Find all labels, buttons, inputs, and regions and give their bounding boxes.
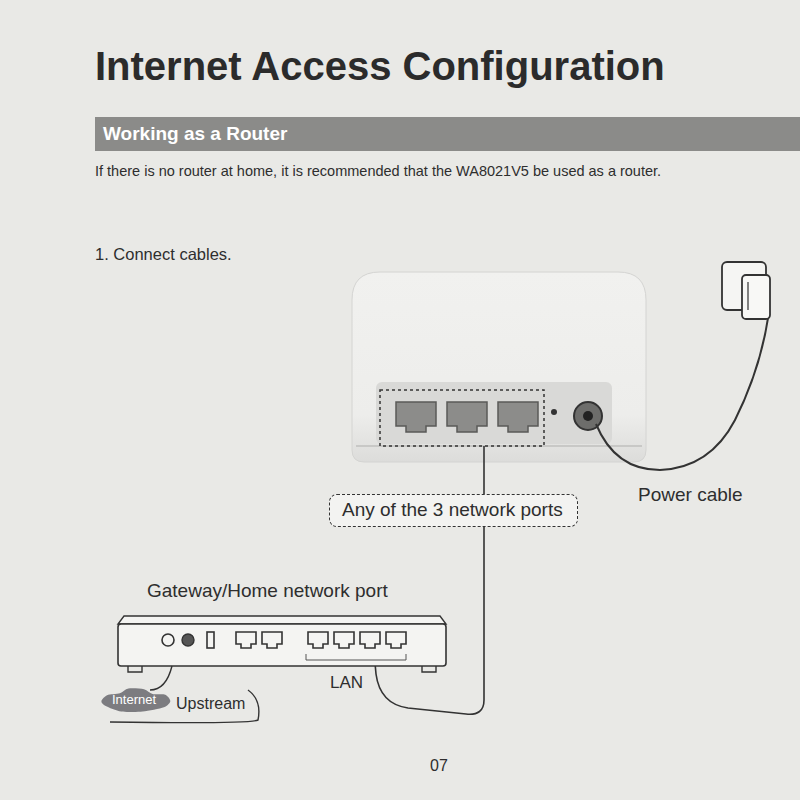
lan-label: LAN bbox=[330, 673, 363, 693]
ethernet-ports bbox=[396, 402, 538, 432]
gateway-port bbox=[334, 632, 354, 648]
router-body bbox=[352, 272, 646, 462]
port-panel bbox=[376, 382, 612, 444]
cloud-outline bbox=[101, 688, 170, 712]
intro-text: If there is no router at home, it is rec… bbox=[95, 162, 790, 182]
gateway-usb bbox=[207, 632, 214, 648]
callout-box: Any of the 3 network ports bbox=[329, 494, 578, 527]
ethernet-port bbox=[498, 402, 538, 432]
node-text: Working as a Router bbox=[103, 123, 287, 146]
gateway-dc-jack bbox=[182, 634, 194, 646]
reset-hole bbox=[551, 409, 557, 415]
page-title: Internet Access Configuration bbox=[95, 42, 665, 90]
gateway-port bbox=[236, 632, 256, 648]
lan-bracket bbox=[306, 654, 406, 660]
ethernet-port bbox=[396, 402, 436, 432]
network-wire bbox=[374, 446, 484, 714]
cable-label: Power cable bbox=[638, 484, 743, 507]
port-label: Gateway/Home network port bbox=[147, 580, 388, 603]
gateway-port bbox=[360, 632, 380, 648]
power-cable bbox=[596, 318, 768, 470]
gateway-top bbox=[118, 616, 446, 624]
gateway-feet bbox=[128, 666, 436, 672]
gateway-ports bbox=[236, 632, 406, 648]
gateway-body bbox=[118, 624, 446, 666]
adapter-detail bbox=[747, 282, 748, 310]
upstream-bracket bbox=[110, 666, 259, 723]
gateway-port bbox=[262, 632, 282, 648]
node-text: Internet bbox=[112, 692, 159, 708]
page-number: 07 bbox=[430, 756, 448, 775]
section-band: Working as a Router bbox=[95, 117, 800, 151]
node-text: Any of the 3 network ports bbox=[342, 499, 565, 522]
ethernet-port bbox=[447, 402, 487, 432]
ports-dashed-frame bbox=[380, 390, 544, 446]
power-adapter bbox=[742, 275, 770, 319]
gateway-port bbox=[308, 632, 328, 648]
gateway-port bbox=[386, 632, 406, 648]
gateway-button bbox=[162, 634, 174, 646]
internet-cloud: Internet bbox=[100, 688, 171, 712]
step-text: 1. Connect cables. bbox=[95, 245, 232, 265]
power-jack-pin bbox=[583, 411, 593, 421]
upstream-label: Upstream bbox=[176, 694, 245, 713]
